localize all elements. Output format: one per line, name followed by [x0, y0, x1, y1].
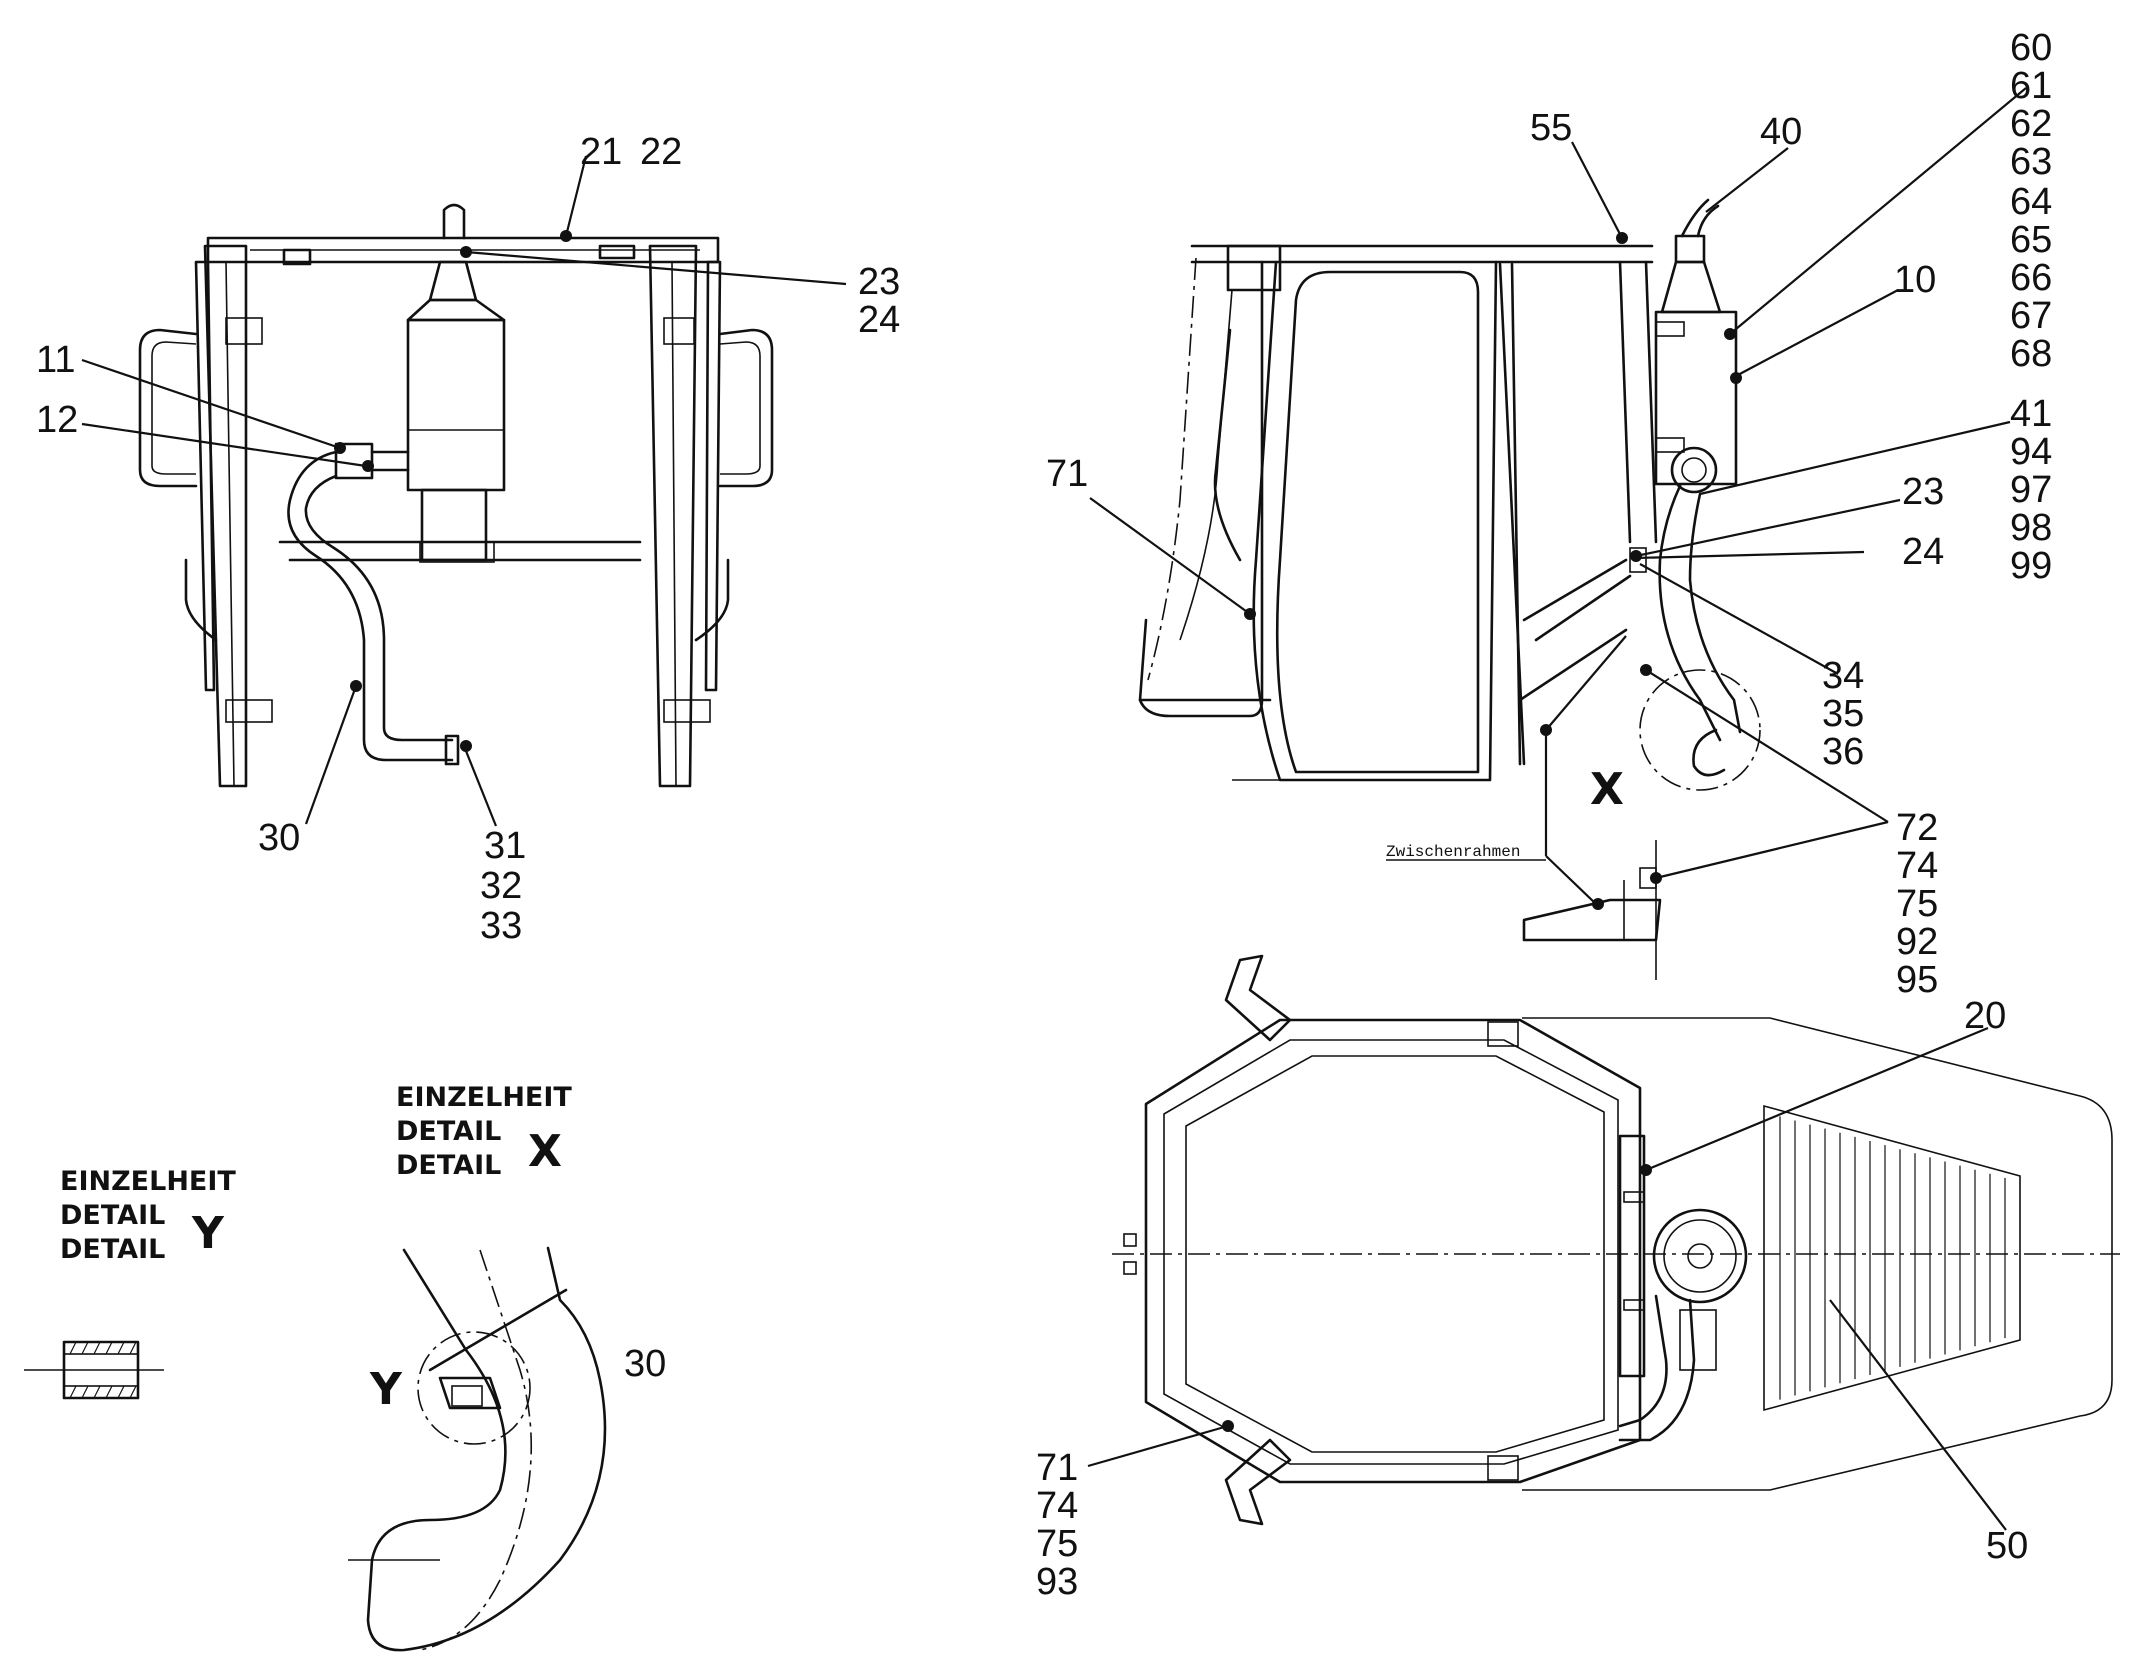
callout-93: 93 — [1036, 1561, 1078, 1603]
callout-94: 94 — [2010, 431, 2052, 473]
callout-30-detail: 30 — [624, 1343, 666, 1385]
callout-50: 50 — [1986, 1525, 2028, 1567]
callout-35: 35 — [1822, 693, 1864, 735]
callout-63: 63 — [2010, 141, 2052, 183]
callout-64: 64 — [2010, 181, 2052, 223]
callout-75: 75 — [1896, 883, 1938, 925]
detail-y-title-line1: EINZELHEIT — [60, 1166, 236, 1197]
callout-12: 12 — [36, 399, 78, 441]
callout-61: 61 — [2010, 65, 2052, 107]
callout-30: 30 — [258, 817, 300, 859]
callout-20: 20 — [1964, 995, 2006, 1037]
callout-60: 60 — [2010, 27, 2052, 69]
detail-x-title-line3: DETAIL — [396, 1150, 501, 1181]
callout-74: 74 — [1896, 845, 1938, 887]
detail-x-letter: X — [528, 1126, 562, 1177]
detail-x-title-line1: EINZELHEIT — [396, 1082, 572, 1113]
detail-y-title-line3: DETAIL — [60, 1234, 165, 1265]
callout-23-side: 23 — [1902, 471, 1944, 513]
callout-21: 21 — [580, 131, 622, 173]
front-view — [138, 203, 774, 788]
callout-dots — [334, 230, 1742, 1432]
detail-y-title-line2: DETAIL — [60, 1200, 165, 1231]
callout-23: 23 — [858, 261, 900, 303]
callout-36: 36 — [1822, 731, 1864, 773]
callout-74-top: 74 — [1036, 1485, 1078, 1527]
callout-62: 62 — [2010, 103, 2052, 145]
callout-75-top: 75 — [1036, 1523, 1078, 1565]
callout-55: 55 — [1530, 107, 1572, 149]
callout-33: 33 — [480, 905, 522, 947]
callout-24: 24 — [858, 299, 900, 341]
callout-40: 40 — [1760, 111, 1802, 153]
callout-10: 10 — [1894, 259, 1936, 301]
callout-labels: 21 22 23 24 11 12 30 31 32 33 55 40 60 6… — [36, 27, 2052, 1603]
callout-98: 98 — [2010, 507, 2052, 549]
detail-x-title-line2: DETAIL — [396, 1116, 501, 1147]
radiator-grille-lines — [1779, 1116, 2006, 1400]
callout-31: 31 — [484, 825, 526, 867]
callout-68: 68 — [2010, 333, 2052, 375]
callout-72: 72 — [1896, 807, 1938, 849]
callout-24-side: 24 — [1902, 531, 1944, 573]
detail-y-letter: Y — [191, 1208, 225, 1259]
zwischenrahmen-label: Zwischenrahmen — [1386, 843, 1520, 861]
text-labels: Zwischenrahmen X Y EINZELHEIT DETAIL DET… — [60, 764, 1624, 1415]
callout-34: 34 — [1822, 655, 1864, 697]
callout-11: 11 — [36, 339, 75, 381]
x-marker: X — [1590, 764, 1624, 815]
callout-92: 92 — [1896, 921, 1938, 963]
callout-65: 65 — [2010, 219, 2052, 261]
detail-y-drawing — [24, 1340, 164, 1400]
detail-x-drawing — [348, 1246, 607, 1652]
callout-95: 95 — [1896, 959, 1938, 1001]
y-marker: Y — [369, 1364, 403, 1415]
top-view — [1112, 954, 2120, 1526]
leader-lines — [81, 87, 2027, 1531]
callout-67: 67 — [2010, 295, 2052, 337]
callout-32: 32 — [480, 865, 522, 907]
callout-99: 99 — [2010, 545, 2052, 587]
callout-97: 97 — [2010, 469, 2052, 511]
callout-71: 71 — [1046, 453, 1088, 495]
callout-66: 66 — [2010, 257, 2052, 299]
callout-71-top: 71 — [1036, 1447, 1078, 1489]
callout-22: 22 — [640, 131, 682, 173]
callout-41: 41 — [2010, 393, 2052, 435]
side-view — [1138, 198, 1761, 980]
